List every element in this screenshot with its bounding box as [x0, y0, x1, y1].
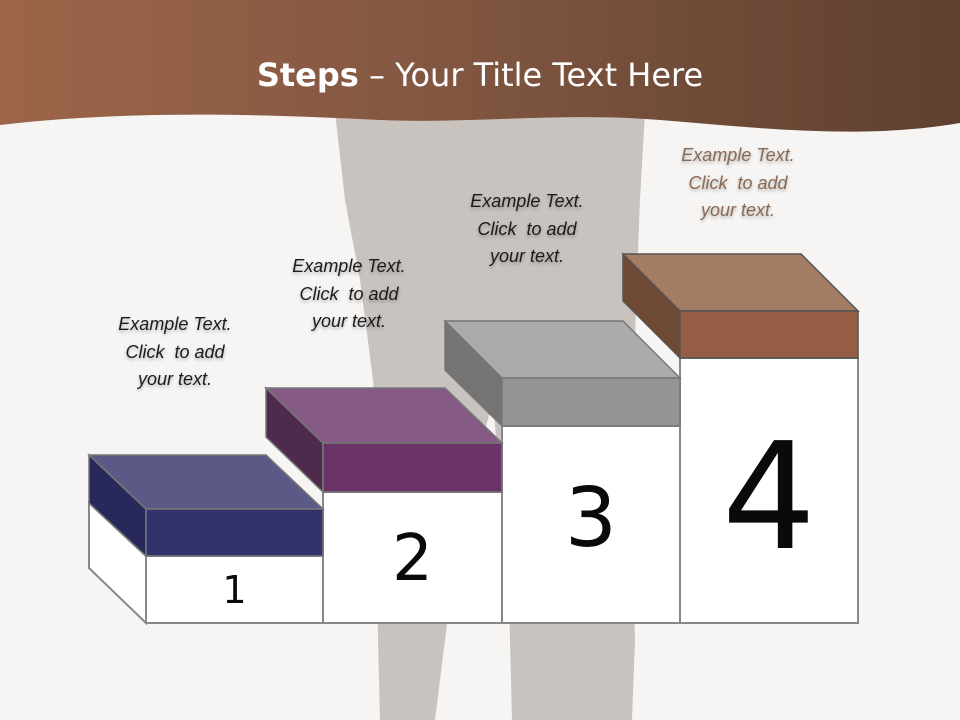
- caption-line: your text.: [700, 200, 776, 220]
- caption-line: Click to add: [688, 172, 788, 193]
- step-caption-4[interactable]: Example Text. Click to add your text.: [643, 142, 833, 225]
- step-caption-3[interactable]: Example Text. Click to add your text.: [432, 188, 622, 271]
- caption-line: your text.: [137, 369, 213, 389]
- step-number-4: 4: [721, 411, 817, 583]
- step-caption-2[interactable]: Example Text. Click to add your text.: [254, 253, 444, 336]
- caption-line: Click to add: [477, 218, 577, 239]
- slide-title[interactable]: Steps – Your Title Text Here: [0, 52, 960, 98]
- staircase-frame: [88, 357, 859, 626]
- title-banner: [0, 0, 960, 132]
- step-block-3[interactable]: [443, 319, 682, 428]
- caption-line: Example Text.: [292, 256, 406, 276]
- step-number-2: 2: [392, 522, 433, 596]
- caption-line: Click to add: [299, 283, 399, 304]
- step-block-2[interactable]: [264, 386, 504, 494]
- caption-line: your text.: [311, 311, 387, 331]
- step-caption-1[interactable]: Example Text. Click to add your text.: [80, 311, 270, 394]
- step-block-1[interactable]: [87, 453, 325, 558]
- title-rest: – Your Title Text Here: [358, 56, 704, 94]
- title-bold: Steps: [256, 56, 359, 94]
- caption-line: your text.: [489, 246, 565, 266]
- step-number-3: 3: [564, 471, 618, 566]
- caption-line: Example Text.: [118, 314, 232, 334]
- caption-line: Example Text.: [681, 145, 795, 165]
- caption-line: Example Text.: [470, 191, 584, 211]
- caption-line: Click to add: [125, 341, 225, 362]
- step-number-1: 1: [222, 568, 247, 612]
- step-block-4[interactable]: [621, 252, 860, 360]
